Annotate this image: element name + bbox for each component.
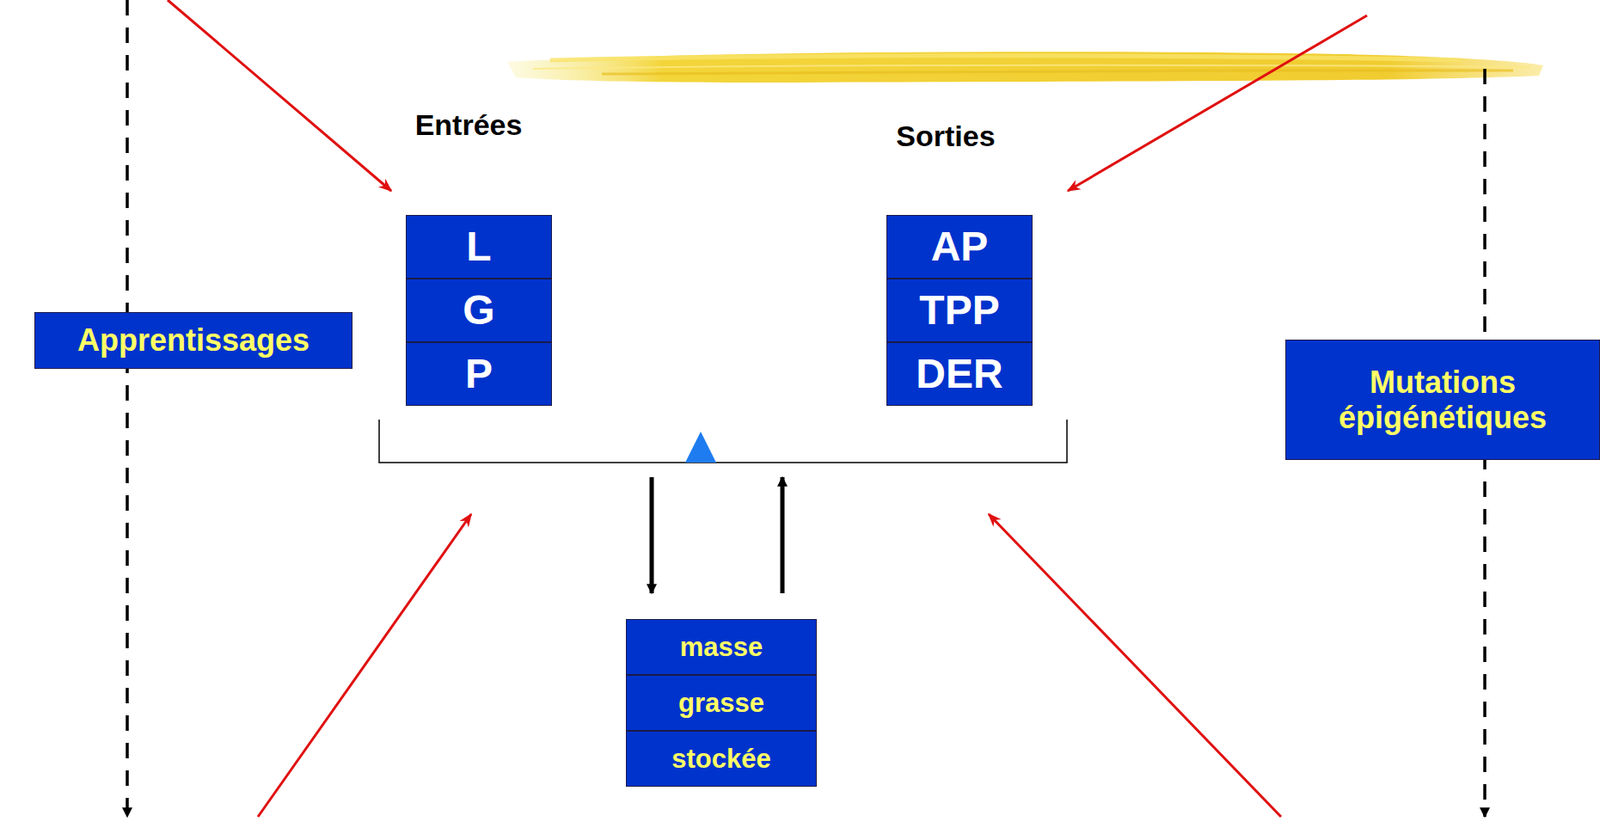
storage-cell: grasse: [625, 674, 817, 731]
box-text: G: [455, 286, 502, 334]
balance-beam: [379, 419, 1067, 463]
box-text: TPP: [912, 286, 1006, 334]
brush-band: [507, 51, 1544, 83]
storage-cell: masse: [625, 619, 817, 675]
box-text: P: [458, 349, 500, 398]
dashed-arrow: [125, 0, 129, 817]
red-arrow: [988, 514, 1282, 817]
input-cell: L: [405, 214, 552, 279]
box-text: Mutations épigénétiques: [1286, 364, 1600, 436]
input-cell: P: [405, 342, 552, 406]
column-heading: Sorties: [895, 119, 995, 154]
box-text: grasse: [671, 687, 772, 719]
box-text: stockée: [664, 743, 778, 775]
red-arrow: [167, 0, 392, 191]
down-arrow: [649, 477, 655, 594]
box-text: Apprentissages: [70, 322, 317, 358]
output-cell: DER: [886, 342, 1033, 406]
side-box: Apprentissages: [34, 312, 353, 369]
fulcrum-triangle: [685, 431, 717, 463]
box-text: AP: [924, 222, 996, 270]
box-text: masse: [673, 631, 771, 663]
red-arrow: [1067, 15, 1368, 191]
box-text: L: [459, 222, 498, 270]
input-cell: G: [405, 278, 552, 343]
storage-cell: stockée: [625, 730, 817, 787]
up-arrow: [780, 477, 785, 594]
side-box: Mutations épigénétiques: [1285, 339, 1600, 460]
red-arrow: [257, 514, 472, 817]
output-cell: AP: [886, 214, 1033, 279]
column-heading: Entrées: [415, 108, 523, 142]
output-cell: TPP: [886, 278, 1033, 343]
box-text: DER: [908, 349, 1010, 398]
